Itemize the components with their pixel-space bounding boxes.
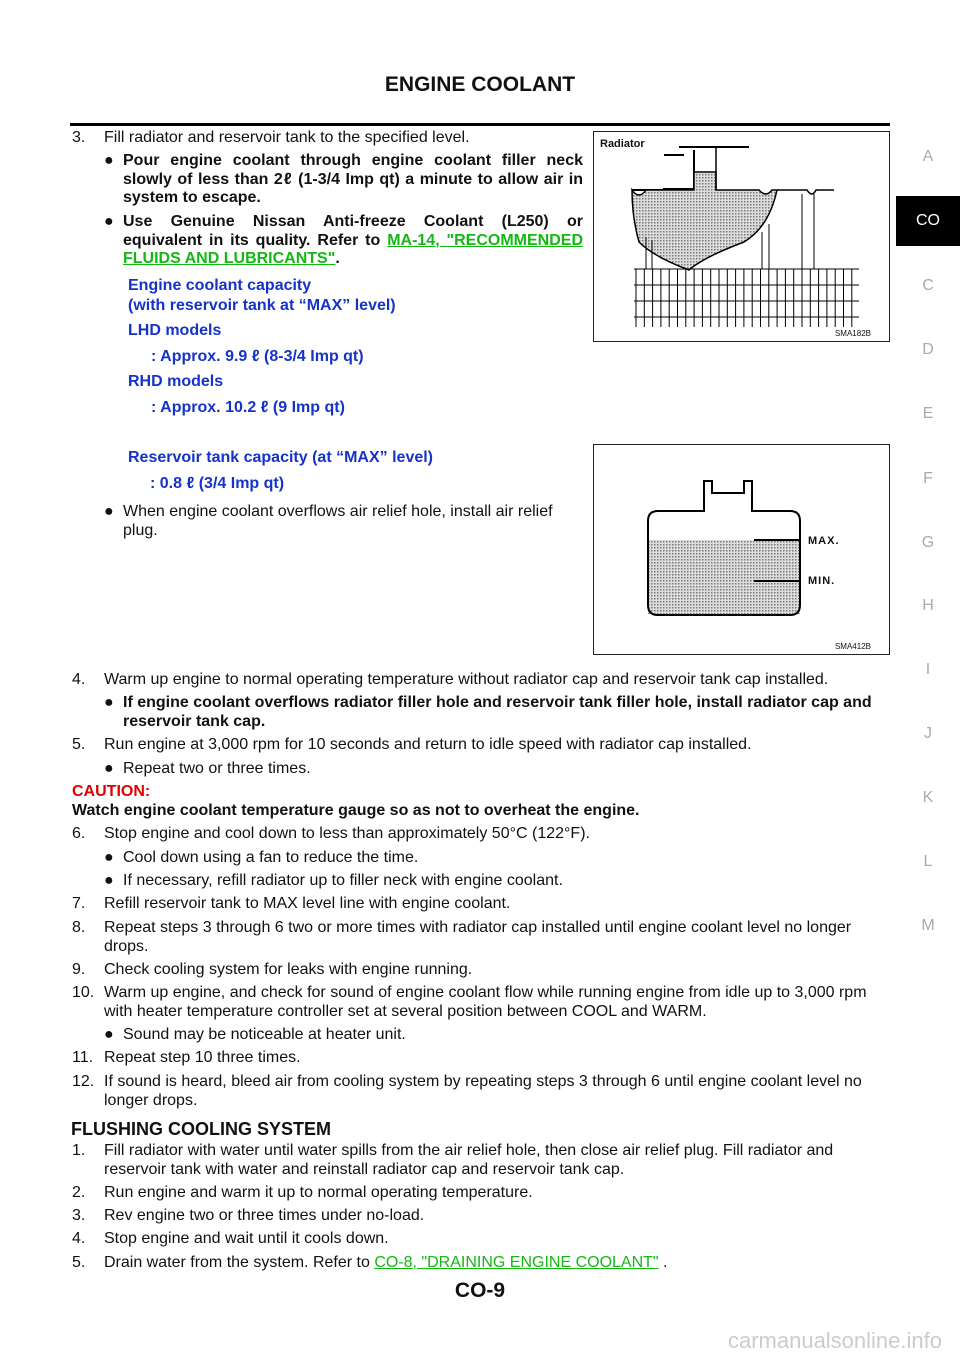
bullet-text: Cool down using a fan to reduce the time…	[123, 849, 419, 866]
side-tab-d[interactable]: D	[922, 341, 934, 358]
capacity-title: Engine coolant capacity	[128, 277, 312, 294]
step-text: Warm up engine to normal operating tempe…	[104, 671, 829, 688]
step-number: 9.	[72, 961, 86, 978]
step-text-with-link: Drain water from the system. Refer to CO…	[104, 1254, 890, 1273]
max-label: MAX.	[808, 535, 840, 547]
bullet-icon: ●	[104, 503, 114, 520]
bullet-text: Repeat two or three times.	[123, 760, 311, 777]
side-tab-k[interactable]: K	[922, 789, 934, 806]
step-text: Check cooling system for leaks with engi…	[104, 961, 473, 978]
radiator-figure: Radiator SMA182B	[593, 131, 890, 342]
step-text: Repeat step 10 three times.	[104, 1049, 301, 1066]
side-tab-co[interactable]: CO	[896, 196, 960, 246]
step-text: Rev engine two or three times under no-l…	[104, 1207, 425, 1224]
page-title: ENGINE COOLANT	[384, 73, 576, 96]
bullet-icon: ●	[104, 760, 114, 777]
reservoir-figure: MAX. MIN. SMA412B	[593, 444, 890, 655]
side-tab-h[interactable]: H	[922, 597, 934, 614]
step-text: If sound is heard, bleed air from coolin…	[104, 1073, 862, 1109]
step-number: 7.	[72, 895, 86, 912]
caution-text: Watch engine coolant temperature gauge s…	[72, 802, 640, 819]
step-text-end: .	[658, 1254, 668, 1271]
side-tab-c[interactable]: C	[922, 277, 934, 294]
step-text: Run engine at 3,000 rpm for 10 seconds a…	[104, 736, 752, 753]
step-text: Refill reservoir tank to MAX level line …	[104, 895, 511, 912]
figure-id: SMA412B	[834, 642, 871, 651]
step-number: 10.	[72, 984, 95, 1001]
step-text: Stop engine and cool down to less than a…	[104, 825, 590, 842]
bullet-icon: ●	[104, 1026, 114, 1043]
step-number: 5.	[72, 1254, 86, 1271]
bullet-icon: ●	[104, 213, 114, 230]
step-number: 8.	[72, 919, 86, 936]
side-tab-e[interactable]: E	[922, 405, 934, 422]
caution-label: CAUTION:	[72, 783, 151, 800]
rhd-label: RHD models	[128, 373, 224, 390]
step-text: Fill radiator with water until water spi…	[104, 1142, 834, 1178]
bullet-text: Use Genuine Nissan Anti-freeze Coolant (…	[123, 213, 583, 249]
step-text: Run engine and warm it up to normal oper…	[104, 1184, 533, 1201]
step-number: 4.	[72, 671, 86, 688]
page-number: CO-9	[454, 1279, 506, 1302]
radiator-illustration	[631, 146, 859, 327]
rhd-value: : Approx. 10.2 ℓ (9 Imp qt)	[151, 399, 345, 416]
side-tab-l[interactable]: L	[923, 853, 933, 870]
step-number: 12.	[72, 1073, 95, 1090]
step-number: 5.	[72, 736, 86, 753]
bullet-text: When engine coolant overflows air relief…	[123, 503, 553, 539]
step-number: 11.	[72, 1049, 94, 1066]
lhd-label: LHD models	[128, 322, 222, 339]
bullet-icon: ●	[104, 152, 114, 169]
bullet-text: If engine coolant overflows radiator fil…	[123, 694, 872, 730]
step-number: 3.	[72, 129, 86, 146]
reservoir-illustration	[647, 480, 801, 616]
capacity-subtitle: (with reservoir tank at “MAX” level)	[128, 297, 396, 314]
step-number: 2.	[72, 1184, 86, 1201]
bullet-icon: ●	[104, 694, 114, 711]
side-tab-g[interactable]: G	[921, 534, 935, 551]
reservoir-title: Reservoir tank capacity (at “MAX” level)	[128, 449, 434, 466]
side-tab-i[interactable]: I	[925, 661, 931, 678]
side-tab-f[interactable]: F	[923, 470, 933, 487]
bullet-text: If necessary, refill radiator up to fill…	[123, 872, 563, 889]
watermark: carmanualsonline.info	[727, 1328, 942, 1353]
step-number: 1.	[72, 1142, 86, 1159]
reservoir-value: : 0.8 ℓ (3/4 Imp qt)	[150, 475, 285, 492]
step-text: Stop engine and wait until it cools down…	[104, 1230, 389, 1247]
step-number: 6.	[72, 825, 86, 842]
title-rule	[70, 123, 890, 126]
bullet-text: Sound may be noticeable at heater unit.	[123, 1026, 406, 1043]
step-number: 4.	[72, 1230, 86, 1247]
figure-label: Radiator	[600, 138, 645, 150]
bullet-icon: ●	[104, 872, 114, 889]
step-text: Drain water from the system. Refer to	[104, 1254, 375, 1271]
step-number: 3.	[72, 1207, 86, 1224]
side-tab-j[interactable]: J	[924, 725, 932, 742]
section-heading: FLUSHING COOLING SYSTEM	[71, 1119, 332, 1139]
link-draining-engine-coolant[interactable]: CO-8, "DRAINING ENGINE COOLANT"	[374, 1254, 659, 1271]
step-text: Repeat steps 3 through 6 two or more tim…	[104, 919, 852, 955]
side-tab-m[interactable]: M	[921, 917, 935, 934]
figure-id: SMA182B	[834, 329, 871, 338]
bullet-text-end: .	[335, 250, 340, 267]
link-recommended-fluids[interactable]: MA-14, "RECOMMENDED FLUIDS AND LUBRICANT…	[123, 231, 584, 268]
bullet-text: Pour engine coolant through engine coola…	[123, 152, 583, 206]
step-text: Warm up engine, and check for sound of e…	[104, 984, 867, 1020]
min-label: MIN.	[808, 575, 836, 587]
lhd-value: : Approx. 9.9 ℓ (8-3/4 Imp qt)	[151, 348, 364, 365]
step-text: Fill radiator and reservoir tank to the …	[104, 129, 470, 146]
side-tab-a[interactable]: A	[922, 148, 934, 165]
bullet-icon: ●	[104, 849, 114, 866]
